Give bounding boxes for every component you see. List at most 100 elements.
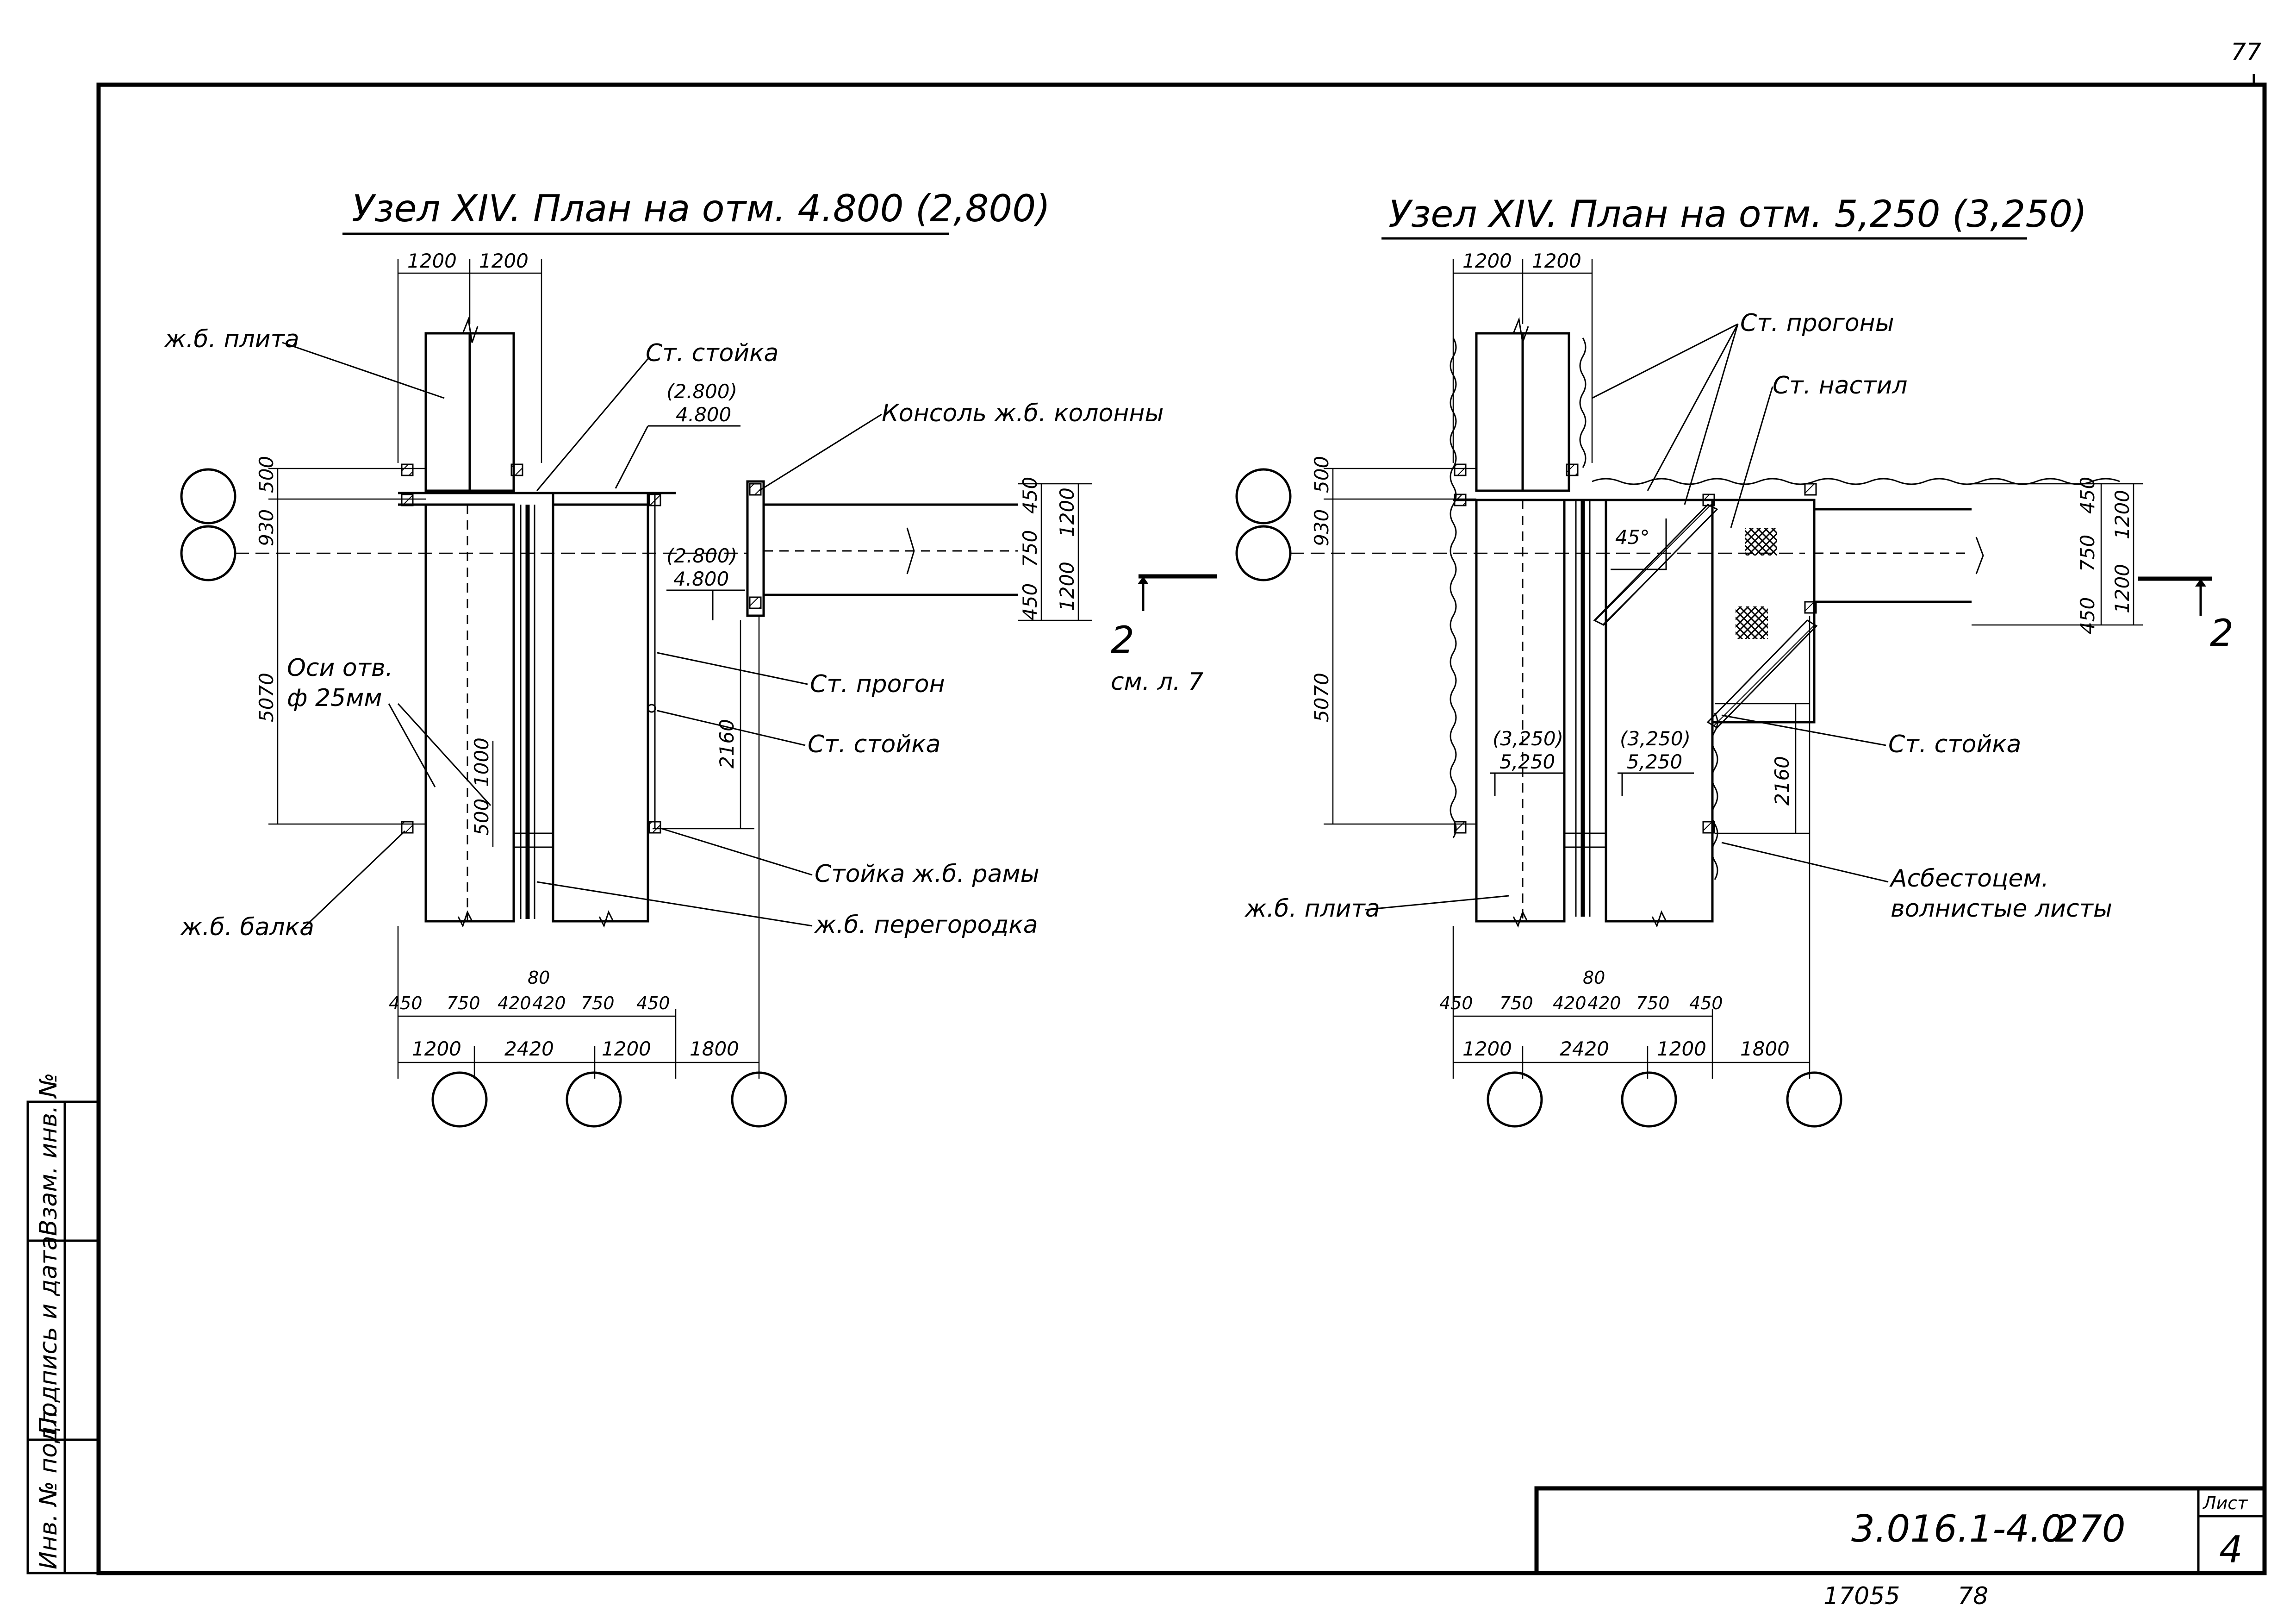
left-dim-r1200a: 1200 (1056, 487, 1078, 537)
title-block-sheet-label: Лист (2202, 1493, 2248, 1513)
left-axis-circle-b3 (731, 1071, 787, 1128)
title-block-number: 270 (2055, 1507, 2126, 1550)
right-dim-2160: 2160 (1771, 756, 1793, 806)
left-plan: Узел XIV. План на отм. 4.800 (2,800) 120… (164, 187, 1217, 1128)
left-elev-b1: (2.800) (666, 544, 737, 567)
footer-number-b: 78 (1958, 1582, 1988, 1610)
left-dim-b420a: 420 (498, 993, 531, 1013)
right-dim-b750b: 750 (1636, 993, 1670, 1013)
title-block-code: 3.016.1-4.0 (1851, 1507, 2065, 1550)
left-dim-c1200b: 1200 (602, 1037, 651, 1060)
right-axis-circle-b1 (1487, 1071, 1543, 1128)
left-dim-top1: 1200 (407, 250, 457, 272)
left-dim-2160: 2160 (716, 719, 738, 768)
right-plate-label: ж.б. плита (1244, 895, 1380, 923)
left-dim-c1200a: 1200 (412, 1037, 461, 1060)
right-dim-c2420: 2420 (1560, 1037, 1609, 1060)
left-dim-500: 500 (255, 456, 278, 493)
left-elev-a1: (2.800) (666, 380, 737, 403)
right-asbestos-label1: Асбестоцем. (1889, 865, 2049, 893)
left-dim-b450a: 450 (389, 993, 423, 1013)
right-dim-r450b: 450 (2076, 597, 2099, 634)
right-plan: Узел XIV. План на отм. 5,250 (3,250) 120… (1235, 193, 2234, 1128)
left-axis-circle-b1 (431, 1071, 488, 1128)
left-dim-b750a: 750 (447, 993, 480, 1013)
right-section-number: 2 (2210, 612, 2234, 655)
stamp-inv-no: Инв. № подл. (35, 1403, 62, 1569)
left-dim-c2420: 2420 (504, 1037, 554, 1060)
right-dim-r1200a: 1200 (2111, 490, 2134, 539)
right-dim-r1200b: 1200 (2111, 564, 2134, 613)
right-asbestos-label2: волнистые листы (1891, 895, 2112, 923)
right-dim-5070: 5070 (1310, 673, 1333, 722)
right-dim-b450a: 450 (1439, 993, 1473, 1013)
right-dim-top1: 1200 (1462, 250, 1512, 272)
title-block: 3.016.1-4.0 270 Лист 4 (1534, 1486, 2267, 1575)
right-dim-500: 500 (1310, 456, 1333, 493)
left-steel-post-label: Ст. стойка (646, 339, 778, 367)
left-dim-r450b: 450 (1019, 583, 1041, 620)
left-section-ref: см. л. 7 (1111, 668, 1203, 696)
left-partition-label: ж.б. перегородка (814, 911, 1038, 939)
left-dim-top2: 1200 (479, 250, 529, 272)
left-plate-label: ж.б. плита (164, 325, 299, 353)
left-console-label: Консоль ж.б. колонны (882, 400, 1164, 427)
right-elev-c2: 5,250 (1500, 750, 1555, 773)
right-dim-b750a: 750 (1500, 993, 1533, 1013)
left-dim-r1200b: 1200 (1056, 562, 1078, 611)
right-dim-c1800: 1800 (1740, 1037, 1790, 1060)
left-dim-r750: 750 (1019, 530, 1041, 567)
left-dim-b420b: 420 (532, 993, 566, 1013)
left-elev-b2: 4.800 (673, 568, 729, 590)
right-title: Узел XIV. План на отм. 5,250 (3,250) (1388, 193, 2087, 236)
left-dim-c1800: 1800 (690, 1037, 739, 1060)
right-dim-c1200b: 1200 (1657, 1037, 1706, 1060)
left-axis-circle-top (180, 468, 236, 525)
right-elev-d2: 5,250 (1627, 750, 1682, 773)
left-holes-label1: Оси отв. (287, 654, 393, 682)
left-beam-label: ж.б. балка (180, 913, 314, 941)
right-steel-post-label: Ст. стойка (1888, 731, 2021, 758)
left-elev-a2: 4.800 (676, 403, 731, 426)
right-angle-label: 45° (1615, 526, 1649, 549)
left-dim-500b: 500 (470, 799, 493, 836)
footer-number-a: 17055 (1823, 1582, 1900, 1610)
right-axis-circle-b3 (1786, 1071, 1842, 1128)
left-dim-930: 930 (255, 509, 278, 546)
right-dim-b450b: 450 (1689, 993, 1723, 1013)
left-dim-1000: 1000 (470, 737, 493, 787)
right-dim-b420b: 420 (1587, 993, 1621, 1013)
left-axis-circle-b2 (566, 1071, 622, 1128)
left-dim-b80: 80 (528, 968, 550, 988)
right-axis-circle-top (1235, 468, 1292, 525)
left-dim-b750b: 750 (581, 993, 615, 1013)
right-dim-b80: 80 (1583, 968, 1605, 988)
page-corner-number: 77 (2231, 38, 2261, 66)
left-dim-b450b: 450 (636, 993, 670, 1013)
right-dim-930: 930 (1310, 509, 1333, 546)
right-elev-d1: (3,250) (1620, 727, 1691, 750)
title-block-sheet-number: 4 (2219, 1528, 2243, 1571)
stamp-signature-date: Подпись и дата (35, 1236, 62, 1435)
sheet-frame (96, 82, 2267, 1575)
right-dim-r750: 750 (2076, 535, 2099, 572)
right-axis-circle-b2 (1621, 1071, 1677, 1128)
stamp-replace-inv: Взам. инв. № (35, 1073, 62, 1236)
right-dim-c1200a: 1200 (1462, 1037, 1512, 1060)
right-deck-label: Ст. настил (1773, 372, 1907, 400)
left-axis-circle-mid (180, 525, 236, 581)
side-stamp: Инв. № подл. Подпись и дата Взам. инв. № (26, 1073, 100, 1574)
left-steel-post-mid-label: Ст. стойка (808, 731, 940, 758)
left-section-number: 2 (1111, 618, 1134, 662)
left-dim-r450a: 450 (1019, 477, 1041, 514)
left-frame-post-label: Стойка ж.б. рамы (815, 860, 1039, 888)
right-purlins-label: Ст. прогоны (1740, 309, 1894, 337)
right-dim-b420a: 420 (1553, 993, 1587, 1013)
left-holes-label2: ф 25мм (287, 684, 382, 712)
right-axis-circle-mid (1235, 525, 1292, 581)
right-dim-top2: 1200 (1532, 250, 1581, 272)
right-dim-r450a: 450 (2076, 477, 2099, 514)
left-title: Узел XIV. План на отм. 4.800 (2,800) (352, 187, 1050, 230)
right-elev-c1: (3,250) (1493, 727, 1563, 750)
